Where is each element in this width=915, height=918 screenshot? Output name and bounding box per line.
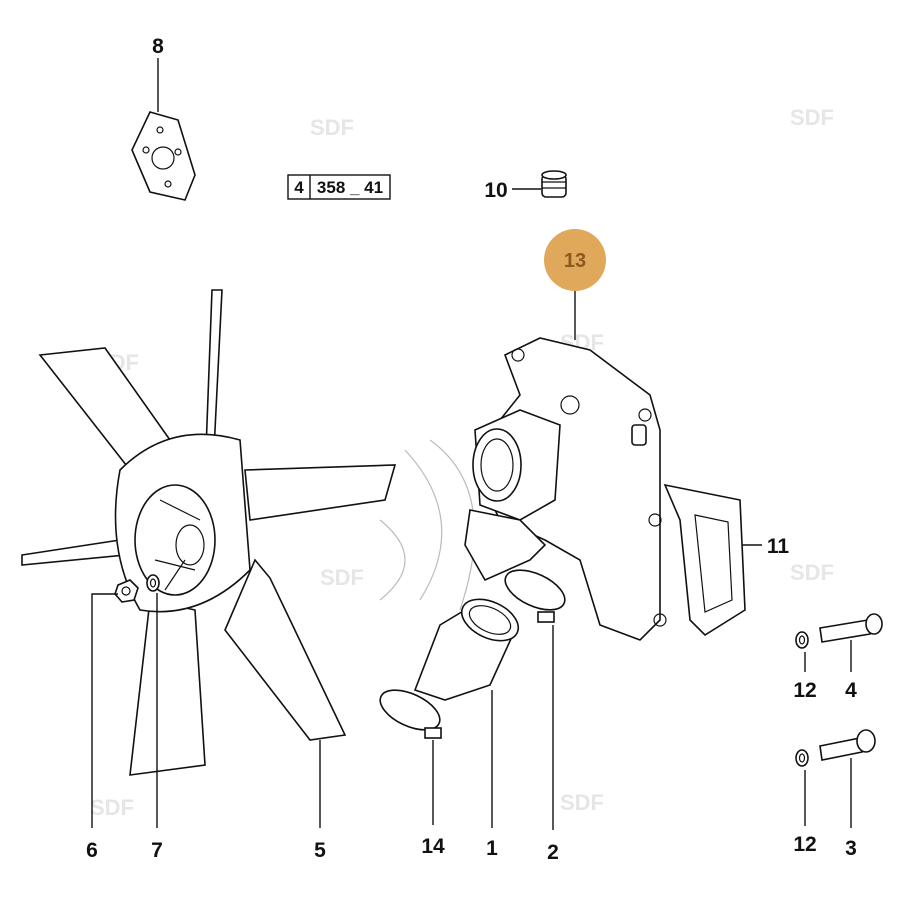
reference-code: 358 _ 41 [317,178,383,197]
watermark: SDF [310,115,354,140]
callout-13[interactable]: 13 [564,250,586,272]
part-4-bolt[interactable] [819,613,883,643]
callout-6[interactable]: 6 [86,839,98,862]
callout-10[interactable]: 10 [484,179,507,202]
part-1-hose[interactable] [413,591,525,701]
callout-2[interactable]: 2 [547,841,559,864]
callout-1[interactable]: 1 [486,837,498,860]
watermark: SDF [560,790,604,815]
part-7-washer[interactable] [146,574,160,592]
watermark: SDF [90,795,134,820]
callout-3[interactable]: 3 [845,837,857,860]
part-13-water-pump[interactable] [464,337,667,641]
reference-group: 4 [294,178,304,197]
watermarks: SDF SDF SDF SDF SDF SDF SDF SDF [90,105,834,820]
callout-5[interactable]: 5 [314,839,326,862]
part-2-clamp[interactable] [499,562,571,623]
watermark: SDF [790,105,834,130]
callout-8[interactable]: 8 [152,35,164,58]
part-5-fan[interactable] [21,289,397,776]
callout-7[interactable]: 7 [151,839,163,862]
part-11-gasket[interactable] [663,483,746,637]
part-10-plug[interactable] [541,170,567,198]
watermark: SDF [320,565,364,590]
part-3-bolt[interactable] [819,729,876,761]
callout-12-upper[interactable]: 12 [793,679,816,702]
part-14-clamp[interactable] [374,682,446,739]
part-12-washer[interactable] [795,749,809,767]
reference-box: 4 358 _ 41 [287,174,391,200]
callout-12-lower[interactable]: 12 [793,833,816,856]
watermark: SDF [790,560,834,585]
callout-11[interactable]: 11 [767,535,790,558]
part-8-gasket[interactable] [131,111,196,201]
part-12-washer[interactable] [795,631,809,649]
highlight-circle [544,229,606,291]
callout-14[interactable]: 14 [421,835,445,858]
callout-13-highlighted[interactable]: 13 [544,229,606,291]
callout-4[interactable]: 4 [845,679,857,702]
